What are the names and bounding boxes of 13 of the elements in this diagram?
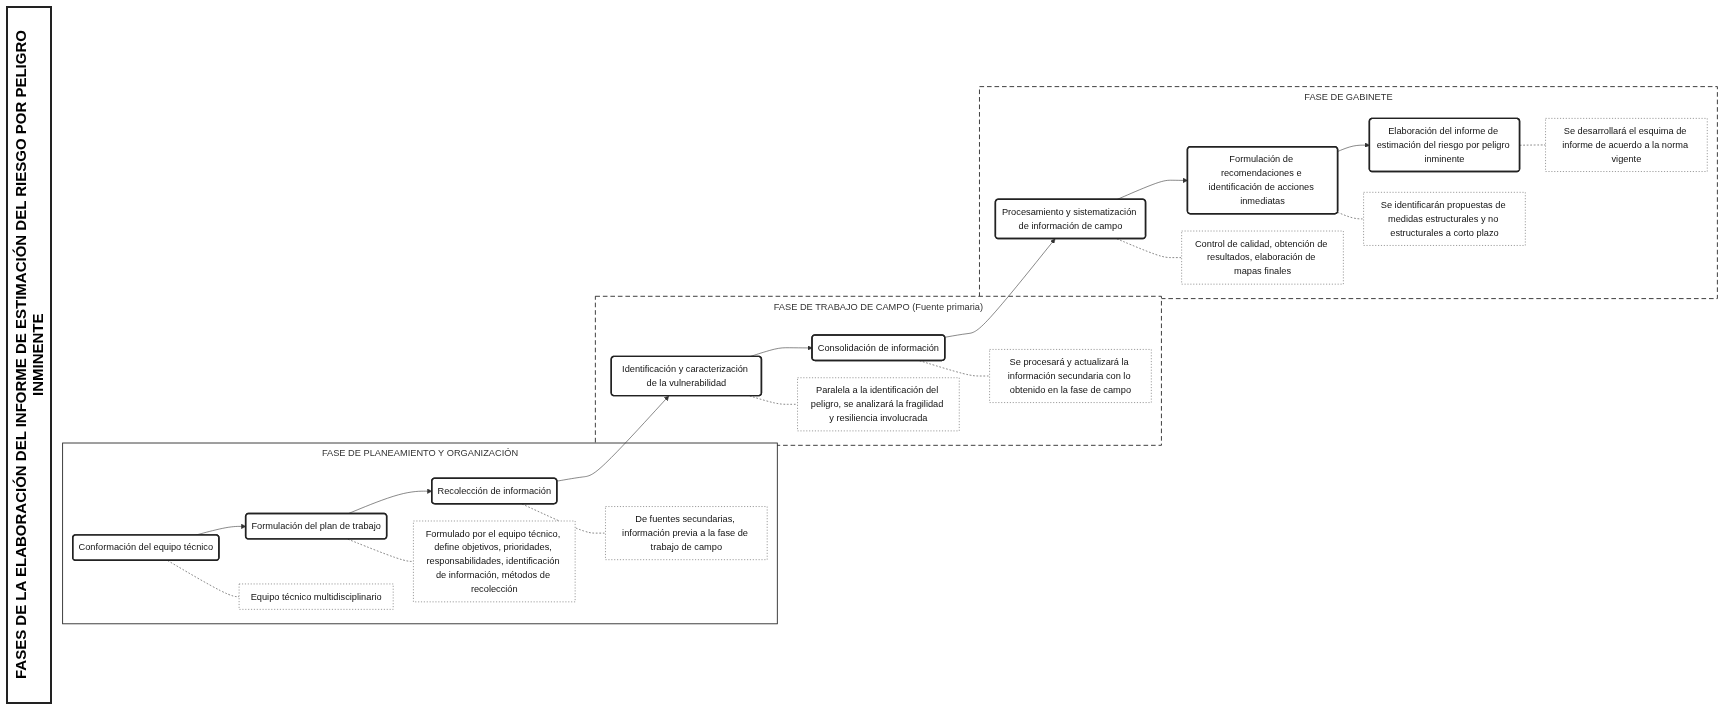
title: FASES DE LA ELABORACIÓN DEL INFORME DE ESTIMACIÓN DEL RIESGO POR PELIGRO INMINENTE [6, 6, 52, 704]
connector [347, 538, 414, 562]
connector [167, 560, 240, 597]
node-box: Se identificarán propuestas de medidas estructurales y no estructurales a corto plazo [1363, 191, 1526, 246]
node-box: De fuentes secundarias, información previa a la fase de trabajo de campo [605, 506, 768, 560]
connector [1337, 211, 1364, 219]
node-box: Se desarrollará el esquima de informe de acuerdo a la norma vigente [1545, 117, 1708, 172]
node-box: Paralela a la identificación del peligro, se analizará la fragilidad y resiliencia involucrada [797, 377, 960, 431]
node-box: Formulado por el equipo técnico, define objetivos, prioridades, responsabilidades, identificación de información, métodos de recolección [413, 520, 576, 602]
node-box: Control de calidad, obtención de resultados, elaboración de mapas finales [1181, 230, 1344, 285]
node-box: Se procesará y actualizará la información secundaria con lo obtenido en la fase de campo [989, 348, 1152, 403]
node-box: Equipo técnico multidisciplinario [238, 583, 394, 610]
connector [521, 503, 606, 534]
